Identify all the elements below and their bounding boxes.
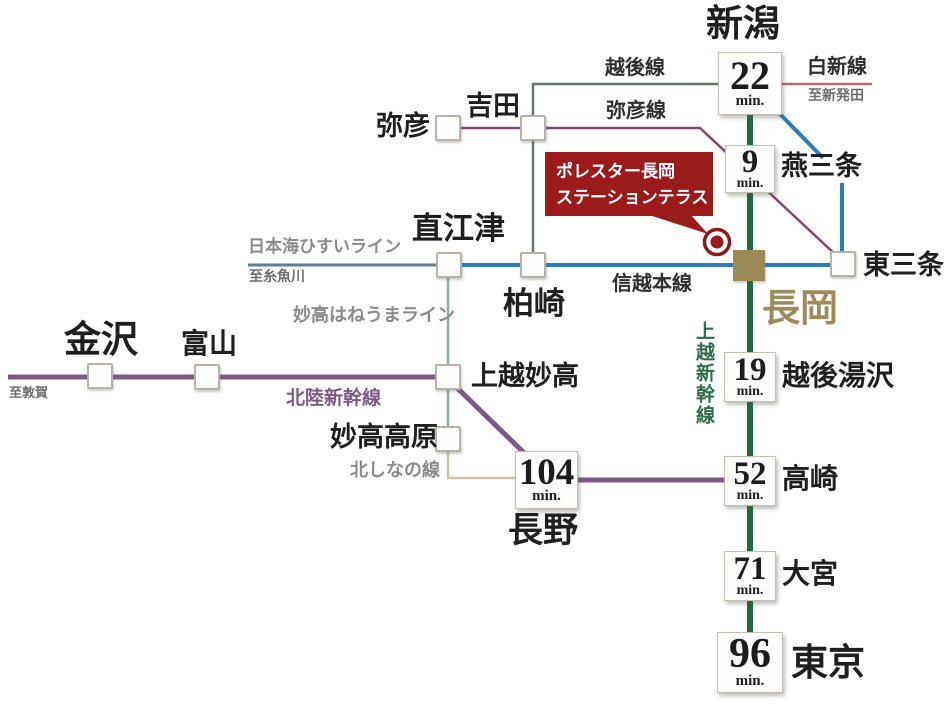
- station-box-yahiko: [435, 115, 461, 141]
- line-label-kita-shinano: 北しなの線: [350, 460, 440, 480]
- time-box-omiya: 71 min.: [724, 551, 776, 601]
- line-label-yahiko: 弥彦線: [606, 100, 666, 122]
- station-label-nagaoka: 長岡: [762, 288, 839, 330]
- station-box-joetsu-myoko: [435, 364, 461, 390]
- time-value: 19: [733, 352, 767, 389]
- station-box-nagaoka-highlight: [733, 250, 765, 281]
- property-callout-line1: ポレスター長岡: [556, 162, 675, 181]
- station-label-kanazawa: 金沢: [64, 320, 138, 361]
- station-box-toyama: [194, 364, 220, 390]
- station-box-kanazawa: [87, 363, 113, 389]
- time-value: 22: [730, 53, 770, 99]
- time-unit: min.: [736, 488, 764, 504]
- property-marker-dot: [710, 235, 724, 249]
- line-label-hakushin: 白新線: [807, 56, 867, 78]
- time-value: 104: [518, 451, 575, 493]
- station-label-kashiwazaki: 柏崎: [503, 286, 565, 321]
- time-unit: min.: [736, 583, 764, 599]
- station-box-naoetsu: [436, 252, 462, 278]
- kita-shinano-line: [446, 452, 522, 480]
- station-label-higashi-sanjo: 東三条: [863, 250, 944, 280]
- time-value: 9: [741, 144, 759, 181]
- echigo-line: [531, 82, 718, 256]
- time-unit: min.: [736, 384, 764, 400]
- line-label-nihonkai-hisui: 日本海ひすいライン: [248, 237, 401, 256]
- time-box-takasaki: 52 min.: [724, 456, 776, 506]
- station-label-tokyo: 東京: [791, 643, 865, 684]
- time-box-nagano: 104 min.: [515, 451, 578, 509]
- station-box-kashiwazaki: [520, 252, 546, 278]
- station-label-joetsu-myoko: 上越妙高: [471, 361, 579, 391]
- direction-note-itoigawa: 至糸魚川: [249, 270, 305, 285]
- shinetsu-line-diagonal: [777, 111, 825, 160]
- time-value: 52: [733, 456, 767, 493]
- station-label-tsubame-sanjo: 燕三条: [781, 151, 862, 181]
- time-unit: min.: [736, 176, 764, 192]
- property-callout: ポレスター長岡 ステーションテラス: [545, 152, 713, 216]
- station-label-nagano: 長野: [507, 511, 579, 550]
- time-value: 71: [733, 551, 767, 588]
- time-value: 96: [729, 631, 771, 678]
- direction-note-shibata: 至新発田: [808, 89, 864, 104]
- line-label-joetsu-shinkansen: 上越新幹線: [693, 321, 714, 426]
- station-label-naoetsu: 直江津: [412, 211, 505, 246]
- time-unit: min.: [735, 672, 765, 689]
- station-label-echigo-yuzawa: 越後湯沢: [782, 361, 895, 392]
- station-label-niigata: 新潟: [706, 4, 780, 45]
- line-label-echigo: 越後線: [605, 57, 665, 79]
- station-label-yoshida: 吉田: [466, 91, 520, 121]
- time-box-tokyo: 96 min.: [717, 632, 783, 693]
- time-unit: min.: [532, 488, 561, 505]
- time-box-echigo-yuzawa: 19 min.: [724, 352, 776, 402]
- direction-note-tsuruga: 至敦賀: [9, 385, 49, 400]
- time-unit: min.: [735, 93, 765, 110]
- station-label-myoko-kogen: 妙高高原: [330, 422, 438, 452]
- station-label-omiya: 大宮: [782, 559, 839, 590]
- station-box-higashi-sanjo: [830, 251, 856, 277]
- station-box-myoko-kogen: [435, 426, 461, 452]
- time-box-niigata: 22 min.: [718, 52, 782, 115]
- station-label-yahiko: 弥彦: [376, 111, 430, 141]
- line-label-myoko-haneuma: 妙高はねうまライン: [293, 305, 455, 325]
- property-callout-line2: ステーションテラス: [556, 188, 709, 208]
- line-label-hokuriku-shinkansen: 北陸新幹線: [286, 388, 382, 409]
- line-label-shinetsu: 信越本線: [612, 273, 692, 295]
- station-box-yoshida: [520, 115, 546, 141]
- callout-tail: [646, 214, 708, 234]
- station-label-takasaki: 高崎: [782, 464, 839, 495]
- station-label-toyama: 富山: [181, 329, 238, 360]
- time-box-tsubame-sanjo: 9 min.: [725, 145, 775, 193]
